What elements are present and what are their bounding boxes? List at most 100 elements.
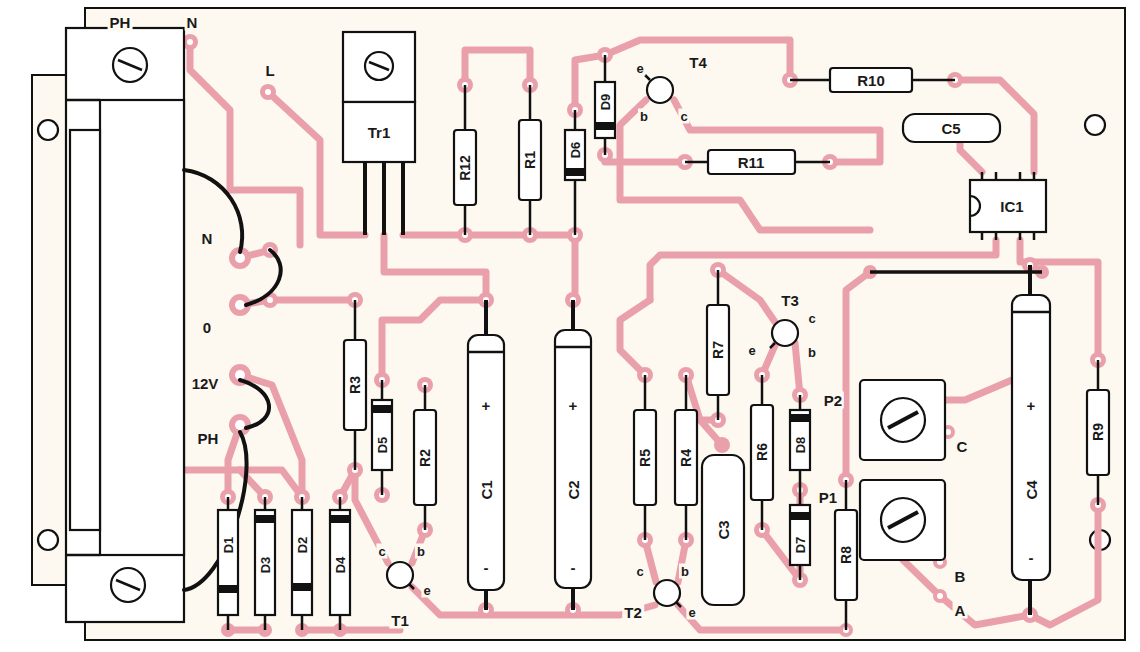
diode-body (372, 400, 392, 470)
transistor-symbols (387, 75, 798, 607)
resistor-body (708, 150, 795, 174)
diode-band (292, 583, 312, 591)
pin-label: c (806, 311, 817, 326)
terminal-label: A (953, 602, 968, 619)
mounting-hole (1085, 115, 1105, 135)
part-label: R11 (736, 154, 767, 171)
capacitor-body (555, 330, 591, 588)
regulator-symbol (343, 32, 415, 235)
diode-body (790, 410, 810, 470)
pin-label: b (679, 564, 691, 579)
diode-body (565, 130, 585, 180)
track (465, 50, 530, 85)
track (620, 300, 650, 375)
capacitor-body (903, 114, 1000, 142)
part-label: D6 (568, 140, 583, 161)
pin-label: b (415, 544, 427, 559)
resistor-body (344, 340, 366, 430)
diode-band (790, 414, 810, 422)
transistor-case (387, 562, 413, 588)
transistor-tab (770, 343, 775, 348)
pin-label: e (421, 583, 432, 598)
polarity-mark: - (569, 559, 578, 576)
track (678, 605, 846, 630)
ic-body (970, 180, 1046, 232)
capacitor-body (702, 455, 744, 605)
transistor-case (654, 580, 680, 606)
terminal-label: PH (108, 14, 133, 31)
trimmer-body (860, 380, 945, 460)
track (650, 240, 996, 300)
track (384, 235, 486, 300)
diode-symbols (218, 55, 810, 630)
part-label: R4 (678, 447, 694, 469)
pin-label: e (746, 343, 757, 358)
trimmer-body (860, 480, 945, 560)
polarity-mark: + (1025, 397, 1038, 414)
part-label: R1 (522, 149, 538, 171)
part-label: R8 (838, 544, 854, 566)
transformer-edge (66, 554, 100, 557)
regulator-body (343, 102, 415, 162)
wire (240, 380, 269, 428)
terminal-label: 12V (190, 375, 221, 392)
track (412, 587, 655, 615)
trimmer-slot (888, 412, 918, 428)
resistor-body (414, 410, 436, 505)
part-label: C3 (715, 518, 732, 541)
pad-hole (235, 300, 245, 310)
part-label: IC1 (998, 198, 1025, 215)
part-label: C2 (565, 478, 582, 501)
trimmer-knob (881, 398, 925, 442)
transistor-tab (409, 584, 414, 589)
polarity-mark: + (567, 397, 580, 414)
part-label: D9 (598, 92, 613, 113)
pin-label: e (634, 61, 645, 76)
resistor-body (1087, 390, 1109, 475)
pad-hole (235, 253, 245, 263)
capacitor-symbols (468, 114, 1050, 615)
pad (714, 437, 730, 453)
part-label: T3 (779, 292, 801, 309)
diode-band (218, 585, 238, 593)
part-label: C4 (1023, 478, 1040, 501)
resistor-body (675, 410, 697, 505)
terminal-label: B (953, 568, 968, 585)
track (190, 42, 300, 245)
diode-body (255, 510, 275, 615)
part-label: D8 (793, 435, 808, 456)
ic-notch (970, 196, 980, 216)
polarity-mark: - (1027, 549, 1036, 566)
diode-body (292, 510, 312, 615)
polarity-mark: - (482, 559, 491, 576)
part-label: R9 (1090, 421, 1106, 443)
track (403, 235, 575, 300)
regulator-lead (382, 162, 386, 235)
diode-band (372, 405, 392, 413)
transformer-symbol (66, 28, 281, 622)
resistor-body (830, 68, 912, 92)
screw-head (365, 52, 393, 80)
diode-body (330, 510, 350, 615)
part-label: D7 (793, 535, 808, 556)
pin-label: c (634, 564, 645, 579)
capacitor-body (468, 335, 504, 590)
pad-hole (267, 297, 273, 303)
ic-symbol (970, 172, 1046, 240)
pad-hole (187, 39, 193, 45)
resistor-body (751, 405, 773, 500)
part-label: D1 (221, 535, 236, 556)
capacitor-ring (1012, 311, 1050, 314)
resistor-body (634, 410, 656, 505)
capacitor-ring (555, 346, 591, 349)
screw-slot (118, 60, 142, 70)
screw-slot (369, 62, 389, 70)
capacitor-ring (468, 351, 504, 354)
diode-band (330, 515, 350, 523)
part-label: D2 (295, 535, 310, 556)
screw-head (113, 48, 147, 82)
diode-body (595, 82, 615, 138)
part-label: R6 (754, 441, 770, 463)
